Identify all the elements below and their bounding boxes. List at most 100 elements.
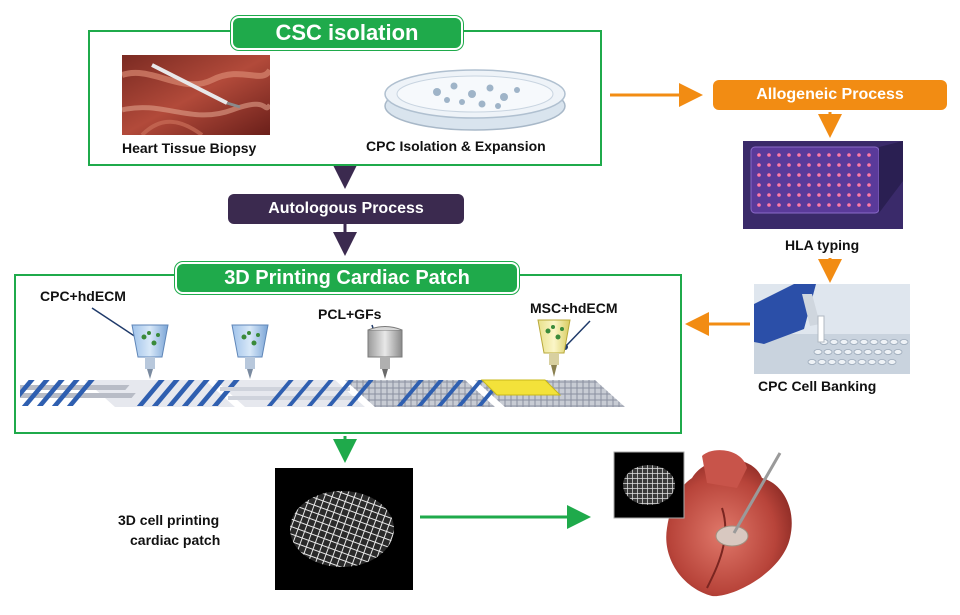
hla-well-dot	[767, 173, 771, 177]
hla-well-dot	[827, 173, 831, 177]
hla-well-dot	[777, 173, 781, 177]
printed-patch-image	[275, 468, 413, 590]
hla-well-dot	[767, 203, 771, 207]
hla-well-dot	[787, 163, 791, 167]
bank-tube	[899, 339, 909, 345]
hla-well-dot	[847, 163, 851, 167]
hla-well-dot	[837, 193, 841, 197]
hla-well-dot	[857, 203, 861, 207]
hla-well-dot	[837, 203, 841, 207]
hla-well-dot	[787, 173, 791, 177]
banking-label: CPC Cell Banking	[758, 378, 877, 394]
bank-tube	[817, 359, 827, 365]
hla-well-dot	[787, 203, 791, 207]
hla-well-dot	[817, 193, 821, 197]
printing-title: 3D Printing Cardiac Patch	[175, 262, 519, 294]
bank-tube	[893, 349, 903, 355]
hla-well-dot	[857, 193, 861, 197]
hla-well-dot	[867, 163, 871, 167]
hla-well-dot	[797, 163, 801, 167]
hla-well-dot	[867, 173, 871, 177]
allogeneic-process-box: Allogeneic Process	[713, 80, 947, 110]
heart-biopsy-image	[122, 55, 270, 135]
bank-tube	[807, 359, 817, 365]
hla-well-dot	[827, 203, 831, 207]
hla-well-dot	[847, 173, 851, 177]
hla-well-dot	[787, 183, 791, 187]
hla-well-dot	[857, 153, 861, 157]
hla-well-dot	[867, 203, 871, 207]
hla-well-dot	[847, 193, 851, 197]
bank-tube	[837, 359, 847, 365]
hla-well-dot	[857, 183, 861, 187]
hla-well-dot	[777, 203, 781, 207]
hla-well-dot	[807, 183, 811, 187]
hla-well-dot	[847, 153, 851, 157]
hla-well-dot	[797, 193, 801, 197]
hla-well-dot	[767, 163, 771, 167]
hla-well-dot	[807, 163, 811, 167]
hla-well-dot	[847, 203, 851, 207]
biopsy-label: Heart Tissue Biopsy	[122, 140, 257, 156]
bank-tube	[873, 349, 883, 355]
bank-tube	[863, 349, 873, 355]
bank-tube	[849, 339, 859, 345]
bank-tube	[843, 349, 853, 355]
hla-well-dot	[797, 183, 801, 187]
hla-well-dot	[857, 173, 861, 177]
bank-tube	[847, 359, 857, 365]
hla-well-dot	[797, 153, 801, 157]
hla-well-dot	[867, 183, 871, 187]
hla-well-dot	[787, 153, 791, 157]
hla-well-dot	[757, 203, 761, 207]
ink-label-msc-hdecm: MSC+hdECM	[530, 300, 618, 316]
hla-well-dot	[817, 203, 821, 207]
hla-well-dot	[757, 163, 761, 167]
hla-well-dot	[767, 193, 771, 197]
hla-well-dot	[827, 163, 831, 167]
hla-well-dot	[837, 173, 841, 177]
hla-well-dot	[837, 163, 841, 167]
bank-tube	[879, 339, 889, 345]
bank-tube	[813, 349, 823, 355]
hla-well-dot	[777, 183, 781, 187]
bank-tube	[829, 339, 839, 345]
bank-tube	[869, 339, 879, 345]
hla-well-dot	[797, 173, 801, 177]
hla-well-dot	[807, 173, 811, 177]
ink-label-cpc-hdecm: CPC+hdECM	[40, 288, 126, 304]
bank-tube	[867, 359, 877, 365]
dish-label: CPC Isolation & Expansion	[366, 138, 546, 154]
bank-tube	[887, 359, 897, 365]
bank-tube	[839, 339, 849, 345]
autologous-process-box: Autologous Process	[228, 194, 464, 224]
ink-label-pcl-gfs: PCL+GFs	[318, 306, 382, 322]
hla-well-dot	[827, 193, 831, 197]
hla-well-dot	[817, 183, 821, 187]
bank-tube	[853, 349, 863, 355]
hla-well-dot	[827, 153, 831, 157]
patch-label-line2: cardiac patch	[130, 532, 221, 548]
hla-well-dot	[767, 183, 771, 187]
bank-tube	[833, 349, 843, 355]
hla-well-dot	[847, 183, 851, 187]
hla-well-dot	[807, 193, 811, 197]
hla-well-dot	[777, 163, 781, 167]
bank-tube	[857, 359, 867, 365]
hla-well-dot	[757, 183, 761, 187]
hla-well-dot	[787, 193, 791, 197]
petri-dish-image	[384, 69, 566, 131]
hla-plate-image	[743, 141, 903, 229]
hla-well-dot	[757, 153, 761, 157]
hla-label: HLA typing	[785, 237, 860, 253]
hla-well-dot	[867, 193, 871, 197]
hla-well-dot	[757, 173, 761, 177]
hla-well-dot	[797, 203, 801, 207]
patch-label-line1: 3D cell printing	[118, 512, 220, 528]
hla-well-dot	[827, 183, 831, 187]
hla-well-dot	[767, 153, 771, 157]
hla-well-dot	[807, 153, 811, 157]
hla-well-dot	[807, 203, 811, 207]
hla-well-dot	[757, 193, 761, 197]
